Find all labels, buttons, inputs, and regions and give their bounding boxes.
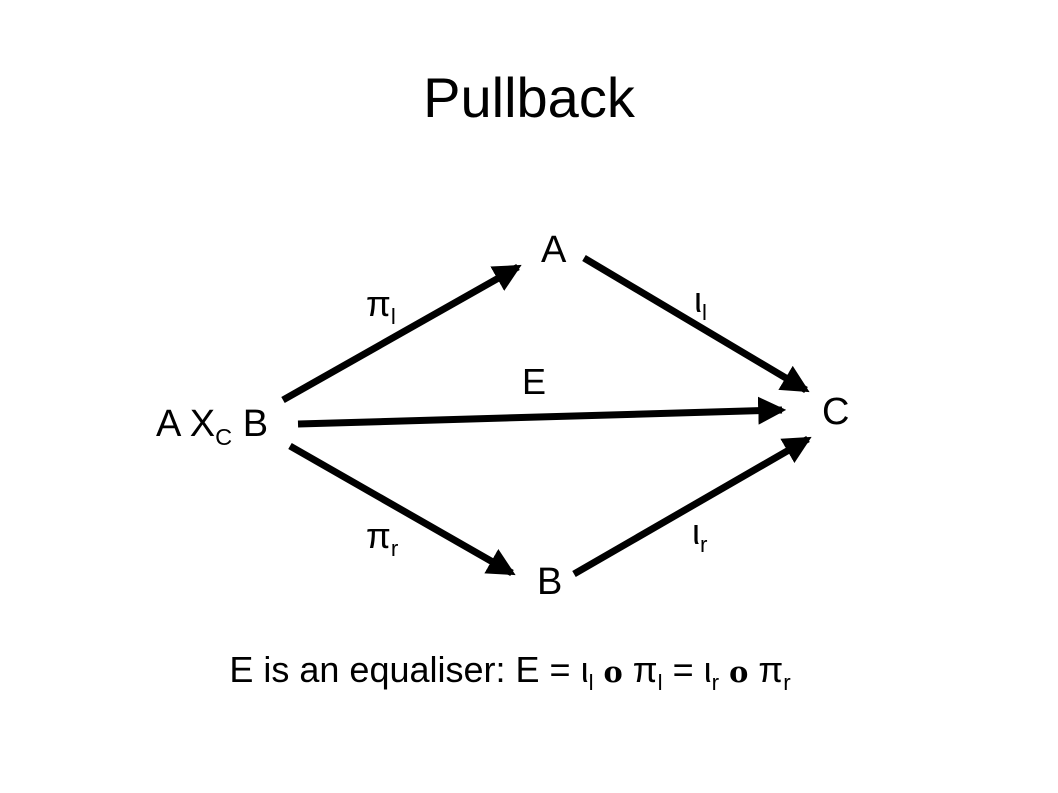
equaliser-caption: E is an equaliser: E = ιl o πl = ιr o πr xyxy=(229,649,791,696)
node-c: C xyxy=(822,391,850,433)
label-pi-r: πr xyxy=(366,515,399,562)
diagram-title: Pullback xyxy=(423,66,635,129)
label-e: E xyxy=(522,361,547,402)
arrow-pi-l xyxy=(281,263,522,404)
node-b: B xyxy=(537,561,563,603)
arrow-pi-r xyxy=(288,442,516,577)
arrow-iota-r xyxy=(572,435,812,578)
arrow-e xyxy=(297,396,787,428)
node-product: A XC B xyxy=(156,403,269,450)
label-pi-l: πl xyxy=(366,283,396,330)
label-iota-r: ιr xyxy=(692,511,708,558)
label-iota-l: ιl xyxy=(694,279,707,326)
node-a: A xyxy=(541,229,567,271)
arrow-iota-l xyxy=(582,254,810,394)
